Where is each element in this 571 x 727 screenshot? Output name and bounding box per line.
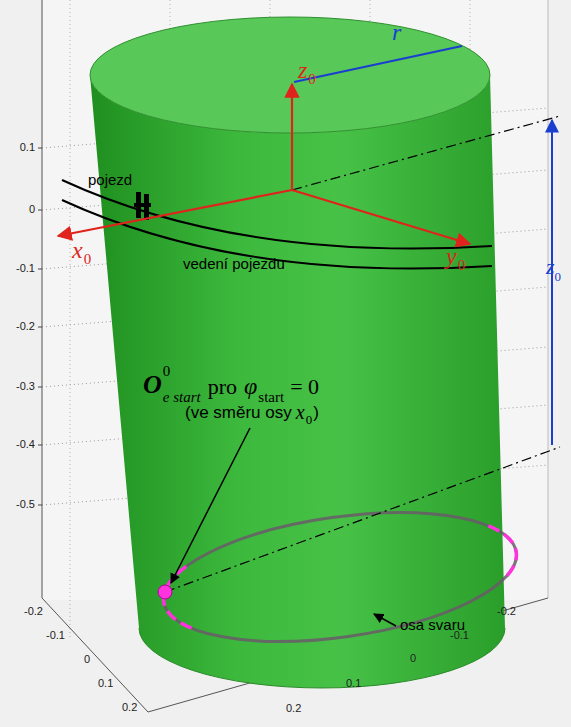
tick-label: -0.2 <box>24 606 43 617</box>
tick-label: -0.5 <box>16 499 35 510</box>
axis-index: 0 <box>84 252 92 267</box>
cylinder-top <box>90 17 490 133</box>
point-name: O <box>143 372 162 398</box>
annotation-text: = 0 <box>290 376 319 398</box>
part-name: pojezd <box>88 172 132 187</box>
dimension-lines <box>165 116 560 592</box>
angle-symbol: φ <box>244 374 257 398</box>
tick-label: -0.1 <box>16 263 35 274</box>
tick-label: 0.2 <box>122 702 137 713</box>
tick-label: -0.2 <box>16 321 35 332</box>
annotation-text: (ve směru osy <box>185 404 292 421</box>
axis-name: z <box>298 58 307 82</box>
axes-grid <box>38 0 548 712</box>
tick-label: 0 <box>29 204 35 215</box>
tick-label: 0.1 <box>20 142 35 153</box>
tick-label: 0.2 <box>286 703 301 714</box>
angle-subscript: start <box>258 390 284 405</box>
leader-lines <box>158 428 396 626</box>
cylinder <box>90 17 505 688</box>
axis-index: 0 <box>555 270 562 283</box>
tick-label: -0.2 <box>497 606 516 617</box>
tick-label: 0 <box>84 654 90 665</box>
point-superscript: 0 <box>163 364 171 379</box>
tick-label: 0 <box>410 653 416 664</box>
dimension-label: z <box>546 256 555 278</box>
tick-label: 0.1 <box>346 678 361 689</box>
weld-axis <box>155 493 524 661</box>
cylinder-bottom-edge <box>139 628 505 688</box>
tick-label: -0.1 <box>450 630 469 641</box>
axis-index: 0 <box>308 72 316 87</box>
annotation-text: ) <box>313 404 319 421</box>
axis-name: y <box>446 244 457 268</box>
axis-name: x <box>72 238 83 262</box>
part-name: vedení pojezdu <box>183 256 285 271</box>
tick-label: -0.3 <box>16 381 35 392</box>
axis-name: x <box>296 402 305 422</box>
axis-index: 0 <box>458 258 466 273</box>
point-subscript: e start <box>163 390 201 405</box>
weld-ellipse <box>155 493 524 661</box>
tick-label: -0.1 <box>46 630 65 641</box>
axis-index: 0 <box>306 413 313 426</box>
tick-label: 0.1 <box>98 678 113 689</box>
start-point <box>158 585 172 599</box>
coordinate-frame <box>58 46 470 244</box>
annotation-text: pro <box>208 376 237 398</box>
tick-label: -0.4 <box>16 439 35 450</box>
cylinder-body <box>90 75 505 688</box>
radius-label: r <box>392 20 401 44</box>
